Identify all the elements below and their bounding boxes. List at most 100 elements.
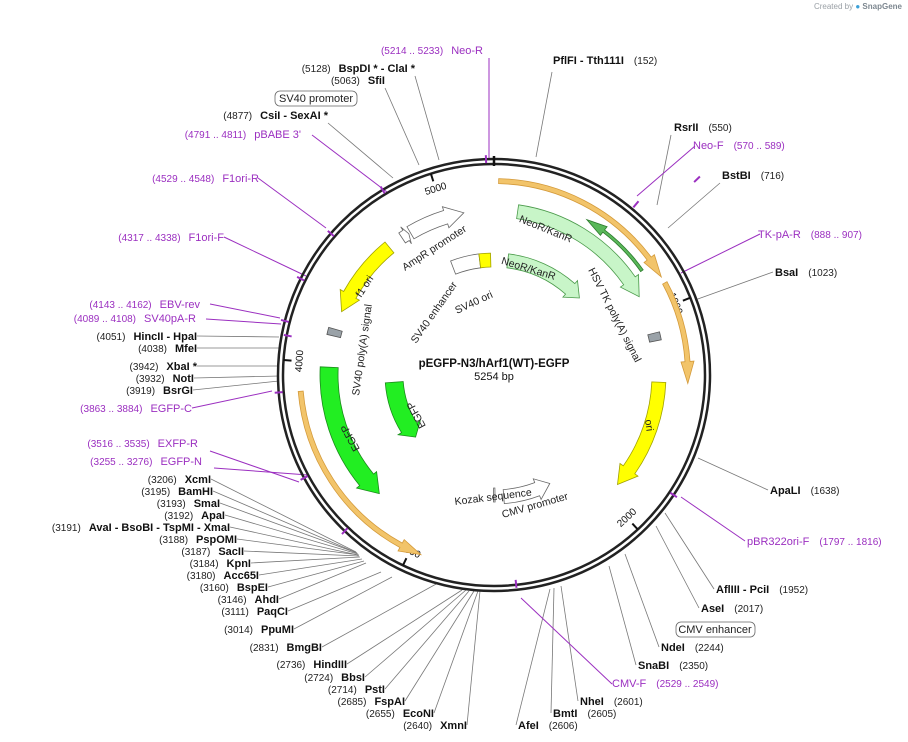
connector-line: [293, 576, 393, 630]
connector-line: [321, 582, 439, 648]
connector-line: [250, 556, 361, 564]
enzyme-label: AflIII - PciI(1952): [716, 584, 808, 596]
enzyme-label: (3919)BsrGI: [126, 385, 193, 397]
primer-label: (4791 .. 4811)pBABE 3': [185, 129, 301, 141]
enzyme-label: (3206)XcmI: [148, 474, 211, 486]
connector-line: [210, 478, 357, 553]
connector-line: [327, 122, 394, 179]
primer-connector: [213, 467, 309, 476]
plasmid-length: 5254 bp: [474, 371, 514, 383]
connector-line: [515, 588, 551, 726]
connector-line: [655, 525, 700, 609]
neokan-inner-arrow: [506, 253, 580, 299]
f1-ori-arrow: [339, 241, 395, 313]
connector-line: [243, 550, 360, 557]
primer-label: TK-pA-R(888 .. 907): [758, 229, 862, 241]
enzyme-label: NdeI(2244): [661, 642, 724, 654]
connector-line: [384, 590, 470, 690]
primer-label: pBR322ori-F(1797 .. 1816): [747, 536, 882, 548]
enzyme-label: (4877)CsiI - SexAI *: [223, 110, 328, 122]
feature-arrows: [319, 204, 667, 505]
tick-mark: [631, 522, 639, 531]
connector-lines: [191, 58, 774, 726]
primer-mark: [341, 527, 349, 535]
enzyme-label: (2640)XmnI: [403, 720, 467, 732]
enzymes-left: (5128)BspDI * - ClaI *(5063)SfiI(4877)Cs…: [52, 63, 467, 732]
enzyme-label: BsaI(1023): [775, 267, 837, 279]
snapgene-credit: Created by ● SnapGene: [814, 2, 902, 11]
boxed-feature-sv40-promoter: SV40 promoter: [274, 90, 358, 107]
primer-mark: [296, 276, 305, 282]
enzyme-label: (3180)Acc65I: [187, 570, 259, 582]
primer-label: Neo-F(570 .. 589): [693, 140, 785, 152]
primer-connector: [680, 496, 746, 542]
feature-label-sv40-polya: SV40 poly(A) signal: [350, 303, 375, 396]
sv40-polya-box: [326, 326, 343, 339]
enzyme-label: (3192)ApaI: [164, 510, 225, 522]
enzyme-label: (3191)AvaI - BsoBI - TspMI - XmaI: [52, 522, 230, 534]
feature-label-ori: ori: [642, 419, 656, 432]
primer-label: (4143 .. 4162)EBV-rev: [89, 299, 200, 311]
orf-arc-3: [297, 390, 423, 556]
primer-mark: [514, 579, 518, 588]
feature-label-sv40-ori: SV40 ori: [453, 289, 495, 317]
enzyme-label: SnaBI(2350): [638, 660, 708, 672]
primer-label: (4317 .. 4338)F1ori-F: [118, 232, 224, 244]
sv40-ori-box: [478, 252, 492, 269]
credit-brand: SnapGene: [862, 2, 902, 11]
connector-line: [466, 590, 481, 726]
enzyme-label: (2831)BmgBI: [250, 642, 322, 654]
enzyme-label: (3184)KpnI: [190, 558, 251, 570]
enzyme-label: (2724)BbsI: [304, 672, 365, 684]
enzyme-label: (3160)BspEI: [200, 582, 268, 594]
connector-line: [278, 562, 367, 600]
connector-line: [346, 589, 463, 665]
ori-arrow: [617, 381, 667, 486]
cmv-enhancer-label: CMV enhancer: [678, 624, 752, 636]
connector-line: [193, 375, 280, 379]
boxed-feature-cmv-enhancer: CMV enhancer: [675, 621, 756, 638]
enzyme-label: NheI(2601): [580, 696, 643, 708]
primer-mark: [669, 491, 678, 499]
tick-label: 5000: [424, 181, 449, 198]
primer-connector: [636, 145, 696, 197]
connector-line: [287, 571, 382, 612]
kozak-box: [493, 487, 496, 503]
enzyme-label: AfeI(2606): [518, 720, 578, 732]
enzyme-label: (2736)HindIII: [276, 659, 347, 671]
enzyme-label: (3111)PaqCI: [221, 606, 288, 618]
sv40-promoter-label: SV40 promoter: [279, 93, 353, 105]
enzyme-label: (2714)PstI: [328, 684, 385, 696]
connector-line: [364, 589, 467, 678]
enzyme-label: (3187)SacII: [181, 546, 244, 558]
primer-connector: [191, 390, 273, 409]
primer-connector: [680, 233, 761, 274]
connector-line: [224, 514, 359, 555]
connector-line: [212, 490, 358, 554]
primer-label: CMV-F(2529 .. 2549): [612, 678, 719, 690]
primer-mark: [327, 230, 335, 237]
enzyme-label: (3195)BamHI: [141, 486, 213, 498]
ampr-promoter-arrow: [406, 206, 465, 240]
enzyme-label: (3014)PpuMI: [224, 624, 294, 636]
enzyme-label: (3146)AhdI: [218, 594, 279, 606]
egfp-outer-arrow: [319, 366, 380, 495]
enzyme-label: (2685)FspAI: [338, 696, 405, 708]
connector-line: [414, 75, 440, 161]
feature-label-sv40-enhancer: SV40 enhancer: [409, 279, 461, 346]
primer-label: (3255 .. 3276)EGFP-N: [90, 456, 202, 468]
connector-line: [267, 560, 365, 588]
orf-arc-1: [498, 178, 663, 279]
tick-mark: [283, 359, 292, 362]
primer-mark: [379, 185, 386, 194]
sv40-enhancer-box: [450, 253, 482, 275]
primer-mark: [280, 318, 289, 323]
enzyme-label: (5128)BspDI * - ClaI *: [302, 63, 416, 75]
connector-line: [196, 335, 280, 338]
connector-line: [608, 565, 637, 666]
connector-line: [667, 182, 721, 229]
primer-label: (4529 .. 4548)F1ori-R: [152, 173, 259, 185]
connector-line: [433, 590, 479, 714]
enzyme-label: RsrII(550): [674, 122, 732, 134]
